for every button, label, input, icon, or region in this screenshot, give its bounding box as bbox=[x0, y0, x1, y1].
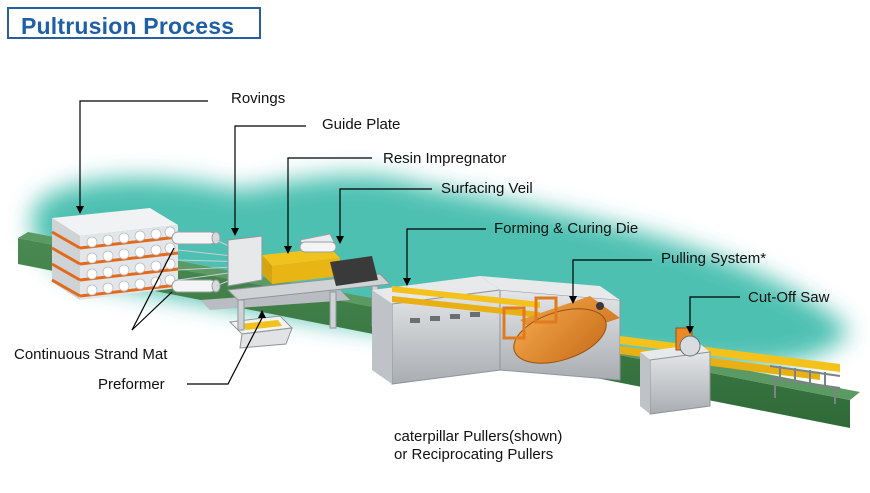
cut-off-saw bbox=[640, 327, 711, 415]
caterpillar-puller bbox=[502, 296, 620, 364]
preformer-tray bbox=[228, 315, 294, 349]
roller-conveyor bbox=[769, 365, 841, 404]
label-continuous-strand-mat: Continuous Strand Mat bbox=[14, 346, 168, 363]
leader-lines bbox=[79, 100, 740, 385]
leader-arrowheads bbox=[76, 206, 694, 334]
label-surfacing-veil: Surfacing Veil bbox=[441, 180, 533, 197]
label-preformer: Preformer bbox=[98, 376, 165, 393]
glow-background bbox=[32, 175, 850, 367]
footnote-line2: or Reciprocating Pullers bbox=[394, 446, 554, 463]
label-guide-plate: Guide Plate bbox=[322, 116, 401, 133]
label-cut-off-saw: Cut-Off Saw bbox=[748, 289, 830, 306]
rovings-creel bbox=[51, 208, 179, 300]
page-title: Pultrusion Process bbox=[21, 13, 235, 39]
label-forming-curing-die: Forming & Curing Die bbox=[494, 220, 639, 237]
strand-mat-rolls bbox=[171, 231, 221, 293]
label-resin-impregnator: Resin Impregnator bbox=[383, 150, 507, 167]
surfacing-veil-unit bbox=[299, 241, 378, 286]
label-rovings: Rovings bbox=[231, 90, 286, 107]
label-pulling-system: Pulling System* bbox=[661, 250, 767, 267]
footnote-line1: caterpillar Pullers(shown) bbox=[394, 428, 563, 445]
title-box: Pultrusion Process bbox=[7, 7, 261, 39]
